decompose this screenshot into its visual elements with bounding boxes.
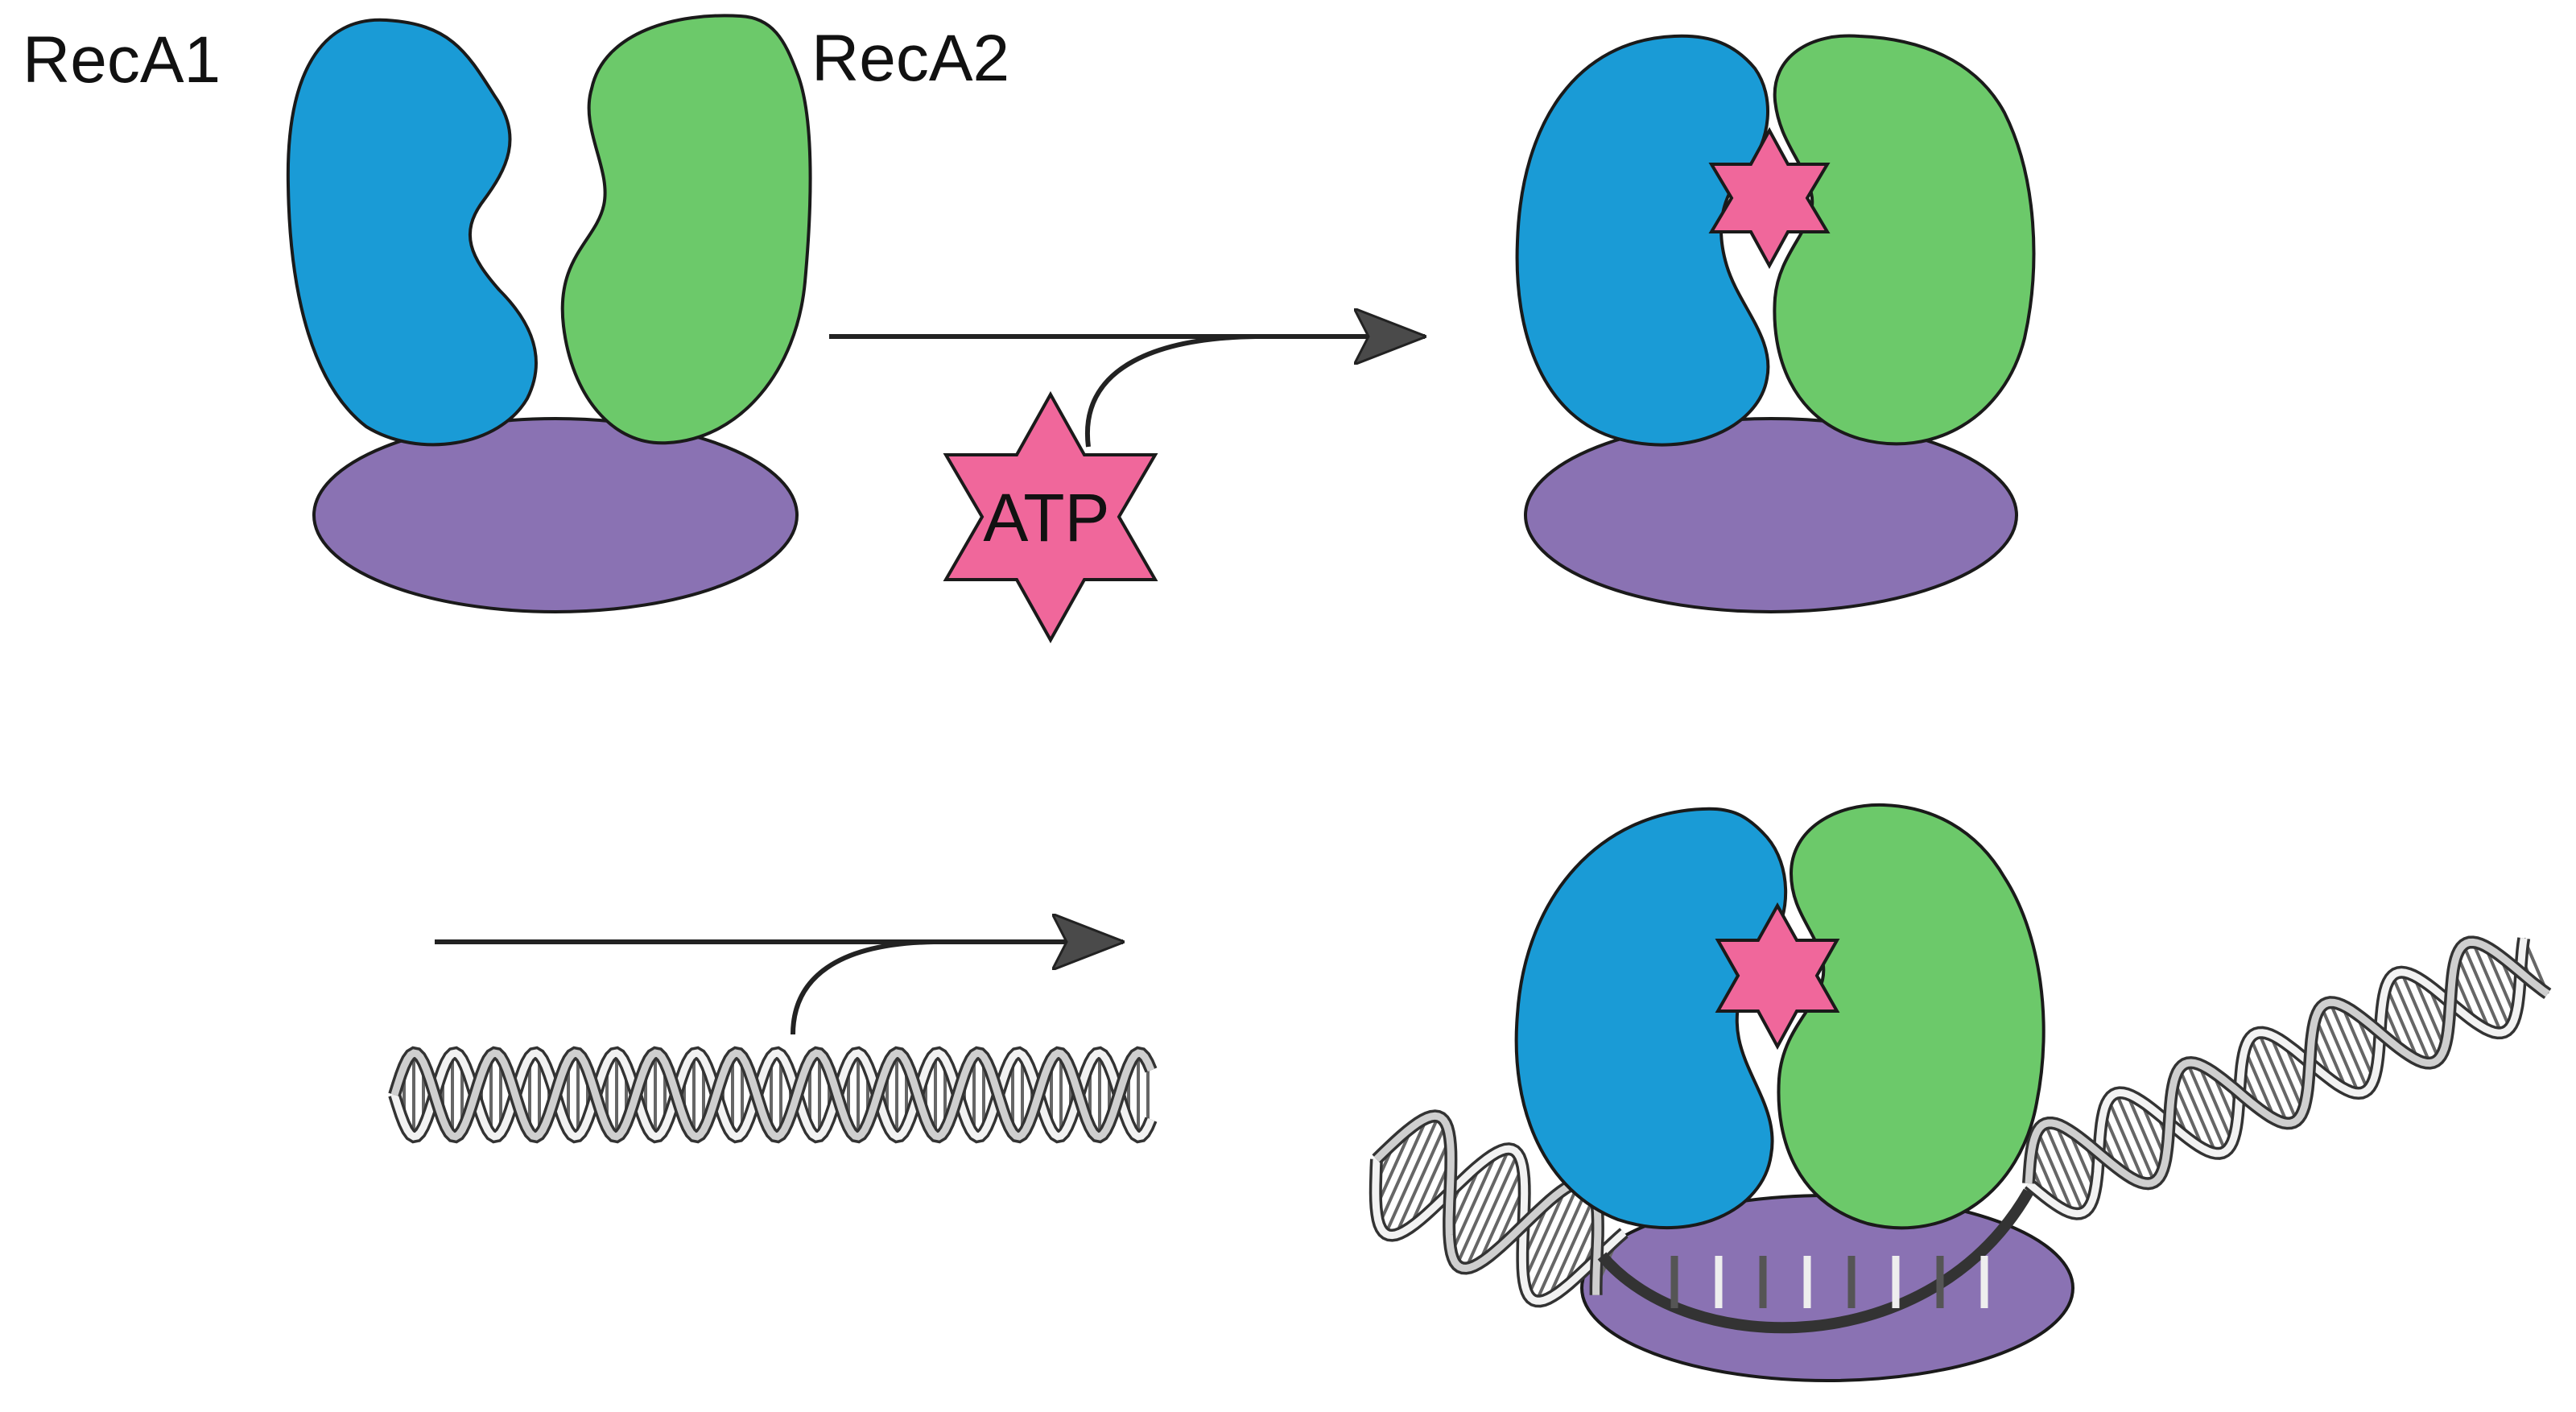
recA2-domain (1773, 34, 2036, 446)
dna-base-pair (2455, 953, 2491, 1032)
recA2-domain (560, 14, 812, 445)
dna-base-pair (1464, 1153, 1519, 1270)
base-domain (312, 417, 799, 613)
dna-strand (1372, 1145, 1627, 1305)
dna-base-pair (1450, 1151, 1499, 1254)
dna-base-pair (2328, 1001, 2369, 1091)
dna-base-pair (2197, 1063, 2234, 1143)
atp-binding-arrow: ATP (829, 334, 1425, 644)
dna-base-pair (2178, 1067, 2218, 1154)
dna-base-pair (1546, 1194, 1597, 1299)
dna-base-pair (2043, 1123, 2085, 1213)
label-recA2: RecA2 (811, 22, 1009, 95)
base-domain (1524, 417, 2018, 613)
arrow-branch-1 (1084, 334, 1257, 448)
dna-base-pair (2036, 1129, 2074, 1214)
dna-base-pair (1477, 1165, 1525, 1265)
dna-base-pair (2412, 975, 2446, 1049)
recA2-domain (1777, 803, 2046, 1230)
dna-base-pair (2102, 1111, 2133, 1179)
dna-base-pair (2400, 971, 2441, 1060)
dna-base-pair (2471, 941, 2512, 1029)
panel-2-atp-bound-complex (1515, 34, 2036, 613)
dna-base-pair (2107, 1099, 2146, 1184)
dna-base-pair (2243, 1048, 2277, 1121)
dna-binding-arrow (435, 939, 1123, 1035)
atp-star (943, 390, 1158, 644)
atp-star-bound (1708, 126, 1831, 270)
dna-base-pair (2125, 1093, 2163, 1175)
dna-base-pair (2391, 975, 2432, 1064)
dna-strand (390, 1049, 1155, 1141)
dna-base-pair (2115, 1092, 2157, 1183)
panel-1-apo-complex: RecA1 RecA2 (23, 14, 1009, 613)
dna-strand (390, 1049, 1155, 1141)
dna-base-pair (1455, 1148, 1511, 1266)
recA1-domain (1514, 807, 1788, 1230)
label-recA1: RecA1 (23, 23, 221, 97)
dna-strand (1597, 1188, 2034, 1334)
dna-base-pair (1374, 1125, 1414, 1208)
arrow-branch-2 (791, 939, 935, 1035)
dna-base-pair (2257, 1031, 2298, 1121)
dna-base-pair (1522, 1187, 1568, 1282)
dna-base-pair (2186, 1062, 2227, 1152)
dna-base-pair (2340, 1004, 2376, 1080)
atp-label: ATP (983, 480, 1109, 555)
dna-base-pair (2483, 945, 2517, 1018)
atp-star-bound (1715, 902, 1840, 1051)
dna-base-pair (2314, 1017, 2348, 1091)
dna-base-pair (2462, 944, 2503, 1034)
recA1-domain (1515, 34, 1770, 447)
dna-base-pair (1394, 1122, 1447, 1236)
dna-strand (2025, 938, 2550, 1187)
dna-base-pair (2172, 1080, 2205, 1150)
dna-base-pair (1534, 1183, 1591, 1303)
dna-base-pair (2054, 1123, 2092, 1206)
dna-base-pair (1526, 1181, 1581, 1296)
dna-base-pair (1408, 1137, 1451, 1229)
dna-base-pair (2248, 1037, 2289, 1125)
dna-base-pair (2268, 1034, 2305, 1112)
dna-base-pair (1384, 1116, 1440, 1235)
free-dna-helix (388, 1046, 1158, 1144)
panel-3-atp-dna-complex (1368, 803, 2552, 1382)
dna-base-pair (2319, 1005, 2360, 1094)
recA1-domain (286, 18, 539, 447)
dna-base-pair (1377, 1117, 1429, 1225)
dna-base-pair (2384, 985, 2420, 1062)
